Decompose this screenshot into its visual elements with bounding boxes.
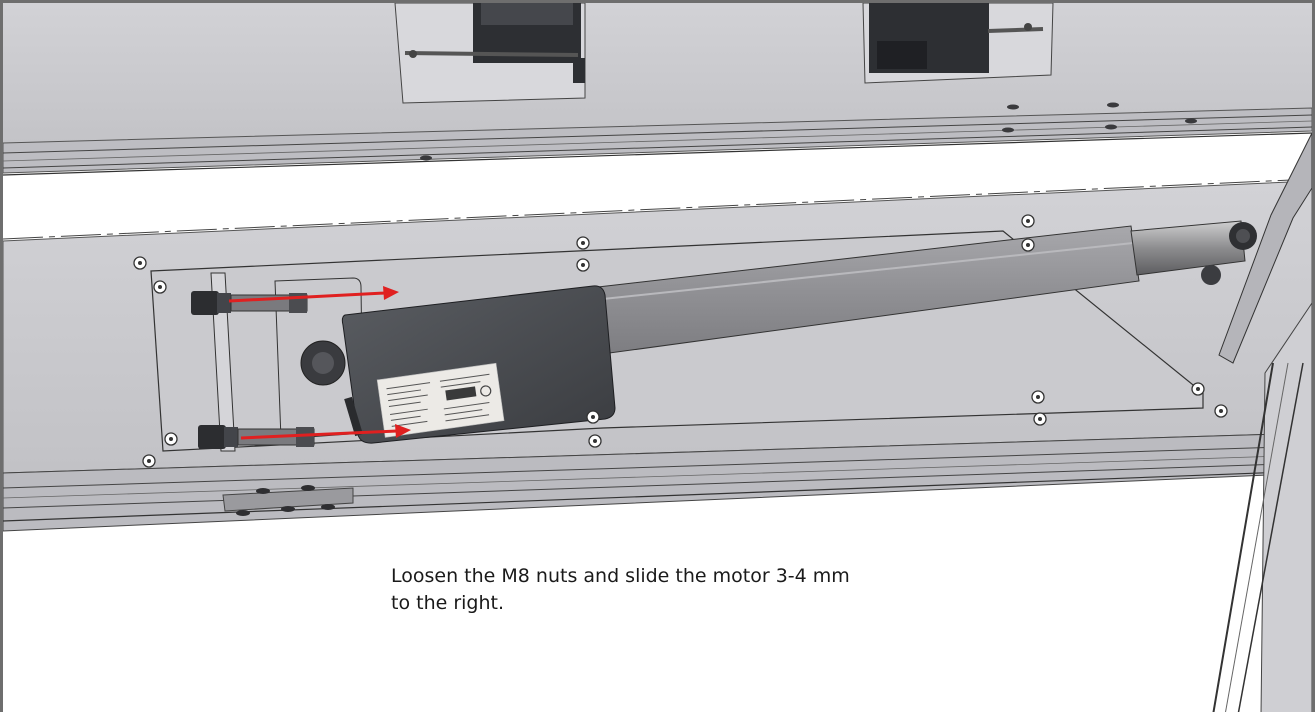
slide-right-arrows xyxy=(228,286,411,440)
right-post xyxy=(1212,132,1312,712)
motor-label xyxy=(376,362,505,438)
upper-frame xyxy=(3,3,1312,176)
upper-arrow xyxy=(228,286,399,303)
lower-arrow xyxy=(240,424,411,440)
upper-left-bracket xyxy=(394,3,586,104)
motor-housing xyxy=(341,285,616,444)
upper-rail-fasteners xyxy=(420,102,1197,161)
panel-screws xyxy=(133,214,1228,468)
upper-right-bracket xyxy=(862,3,1054,84)
linear-actuator xyxy=(300,220,1257,444)
instruction-caption: Loosen the M8 nuts and slide the motor 3… xyxy=(391,565,850,614)
cad-drawing xyxy=(3,3,1312,712)
upper-m8-nut xyxy=(191,291,308,315)
